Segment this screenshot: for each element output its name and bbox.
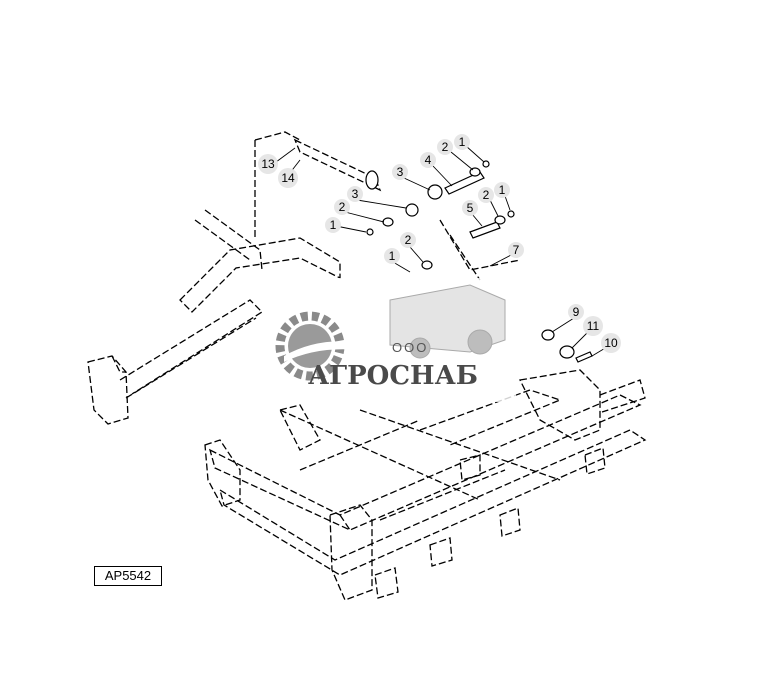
callout-1: 1	[384, 248, 400, 264]
callout-1: 1	[494, 182, 510, 198]
callout-2: 2	[437, 139, 453, 155]
callout-label: 2	[339, 200, 346, 214]
callout-7: 7	[508, 242, 524, 258]
watermark-brand: АГРОСНАБ	[308, 361, 478, 391]
callout-label: 11	[587, 319, 600, 333]
callout-2: 2	[334, 199, 350, 215]
callout-label: 2	[483, 188, 490, 202]
callout-3: 3	[392, 164, 408, 180]
callout-label: 1	[459, 135, 466, 149]
callouts: 1 2 3 4 2 1 3 2	[258, 134, 621, 353]
hardware-parts	[365, 160, 593, 363]
callout-label: 13	[261, 157, 275, 171]
callout-label: 2	[442, 140, 449, 154]
reference-code-label: AP5542	[94, 566, 162, 586]
callout-11: 11	[583, 316, 603, 336]
watermark: ООО АГРОСНАБ	[270, 278, 516, 402]
callout-label: 14	[281, 171, 295, 185]
callout-4: 4	[420, 152, 436, 168]
callout-10: 10	[601, 333, 621, 353]
callout-label: 10	[604, 336, 618, 350]
callout-9: 9	[568, 304, 584, 320]
watermark-company: ООО	[392, 340, 428, 355]
callout-13: 13	[258, 154, 278, 174]
callout-label: 1	[499, 183, 506, 197]
callout-label: 5	[467, 201, 474, 215]
callout-label: 2	[405, 233, 412, 247]
callout-5: 5	[462, 200, 478, 216]
harvester-icon	[389, 284, 506, 359]
callout-label: 7	[513, 243, 520, 257]
callout-label: 4	[425, 153, 432, 167]
callout-label: 3	[397, 165, 404, 179]
callout-1: 1	[325, 217, 341, 233]
callout-2: 2	[478, 187, 494, 203]
gear-logo-icon	[275, 311, 392, 381]
callout-3: 3	[347, 186, 363, 202]
callout-label: 9	[573, 305, 580, 319]
callout-1: 1	[454, 134, 470, 150]
callout-label: 3	[352, 187, 359, 201]
frame-drawing	[87, 131, 647, 601]
callout-14: 14	[278, 168, 298, 188]
callout-2: 2	[400, 232, 416, 248]
callout-label: 1	[389, 249, 396, 263]
callout-label: 1	[330, 218, 337, 232]
